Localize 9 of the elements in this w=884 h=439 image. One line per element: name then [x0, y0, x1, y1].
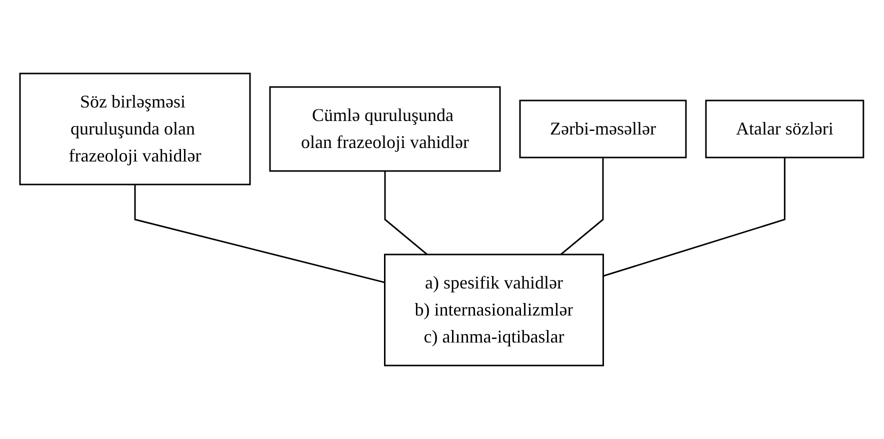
node-box: a) spesifik vahidlər b) internasionalizmlər c) alınma-iqtibaslar [384, 254, 604, 366]
connector [560, 158, 604, 256]
connector [384, 171, 428, 256]
node-box: Cümlə quruluşunda olan frazeoloji vahidlər [270, 86, 502, 172]
node-box: Atalar sözləri [706, 100, 864, 158]
node-box: Söz birləşməsi quruluşunda olan frazeoloji vahidlər [20, 72, 252, 186]
connector [603, 158, 786, 277]
node-box: Zərbi-məsəllər [520, 100, 687, 158]
connector [134, 184, 386, 284]
